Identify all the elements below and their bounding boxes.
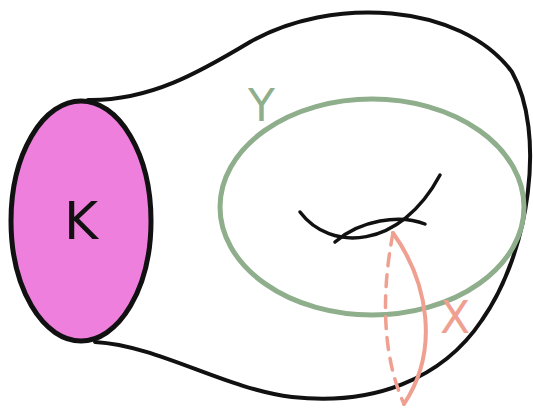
disk-ellipse xyxy=(11,101,151,341)
curve-y xyxy=(220,99,524,315)
hole-upper xyxy=(335,219,425,242)
curve-x-back xyxy=(385,233,404,404)
curve-label: Y xyxy=(248,80,275,131)
boundary-disk: K xyxy=(8,98,154,344)
boundary-label: K xyxy=(64,191,98,251)
surface-outline xyxy=(88,12,530,398)
curve-x-front xyxy=(393,233,426,404)
hole-lower xyxy=(300,175,440,238)
curve-label: X xyxy=(440,292,470,343)
